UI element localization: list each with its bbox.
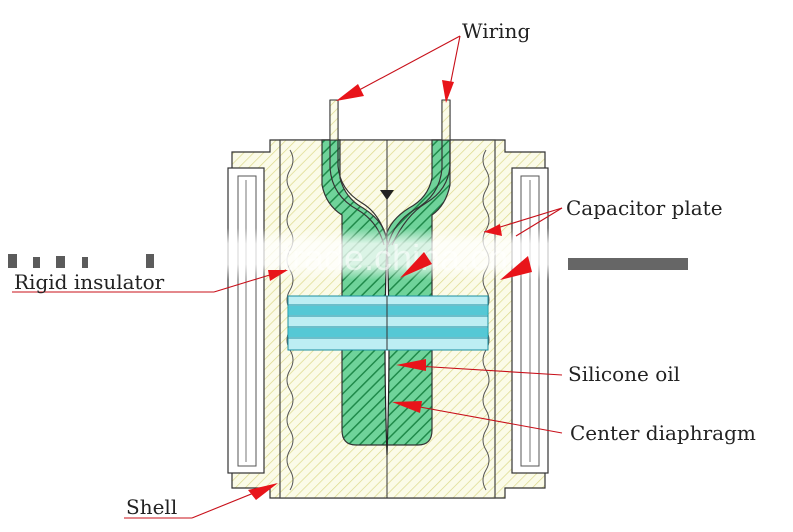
label-shell: Shell: [126, 495, 177, 519]
blurred-text-left: [8, 254, 154, 268]
arrow-center-diaphragm: [392, 401, 422, 413]
arrow-rigid-insulator: [268, 270, 288, 281]
label-wiring: Wiring: [462, 19, 530, 43]
arrow-shell: [248, 483, 278, 500]
arrow-diaphragm-right: [500, 256, 532, 280]
label-capacitor-plate: Capacitor plate: [566, 196, 723, 220]
label-center-diaphragm: Center diaphragm: [570, 421, 756, 445]
arrow-diaphragm-center: [400, 252, 432, 278]
arrow-capacitor-left: [484, 224, 502, 236]
label-silicone-oil: Silicone oil: [568, 362, 680, 386]
blurred-text-right: [568, 258, 688, 270]
diaphragm-top-notch: [380, 190, 394, 200]
arrow-silicone-oil: [396, 359, 426, 371]
watermark-text: trade.china.cn: [282, 237, 508, 278]
capacitor-plates: [287, 295, 489, 351]
watermark-band: [0, 228, 793, 280]
arrow-wiring-right: [442, 80, 454, 103]
arrow-wiring-left: [336, 84, 364, 101]
label-rigid-insulator: Rigid insulator: [14, 270, 165, 294]
arrowheads: [248, 80, 532, 500]
